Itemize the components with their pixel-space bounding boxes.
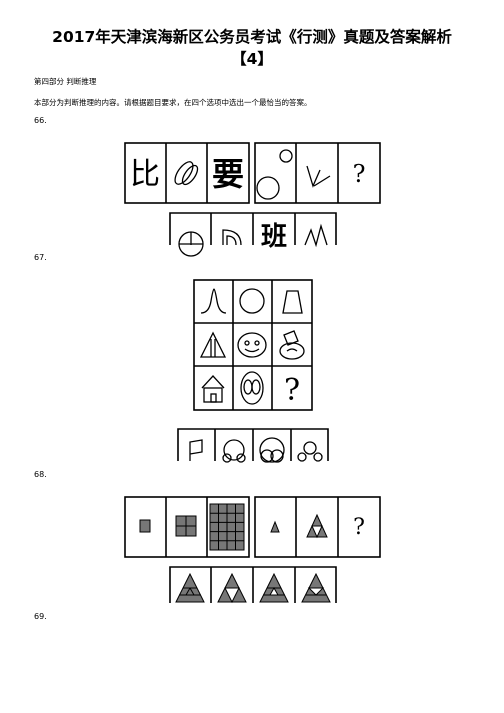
question-67-stem-figure: ? <box>193 279 313 411</box>
figure-char-bi: 比 <box>130 157 160 192</box>
figure-question-mark: ? <box>353 515 365 540</box>
question-66-stem-figure: 比 要 ? <box>124 142 381 204</box>
document-title-line1: 2017年天津滨海新区公务员考试《行测》真题及答案解析 <box>52 28 452 46</box>
figure-char-ban: 班 <box>261 222 287 252</box>
figure-question-mark: ? <box>353 160 366 188</box>
question-67-options-figure <box>177 428 329 463</box>
document-title-line2: 【4】 <box>231 50 273 68</box>
question-69-number: 69. <box>34 612 47 621</box>
question-66-options-figure: 班 <box>169 212 337 257</box>
question-68-options-figure <box>169 566 337 604</box>
figure-question-mark: ? <box>284 373 300 408</box>
question-67-number: 67. <box>34 253 47 262</box>
section-heading: 第四部分 判断推理 <box>34 77 97 86</box>
document-title: 2017年天津滨海新区公务员考试《行测》真题及答案解析 【4】 <box>20 26 484 70</box>
question-68-number: 68. <box>34 470 47 479</box>
question-66-number: 66. <box>34 116 47 125</box>
section-intro: 本部分为判断推理的内容。请根据题目要求，在四个选项中选出一个最恰当的答案。 <box>34 98 312 107</box>
question-68-stem-figure: ? <box>124 496 381 558</box>
figure-char-yao: 要 <box>212 155 244 193</box>
